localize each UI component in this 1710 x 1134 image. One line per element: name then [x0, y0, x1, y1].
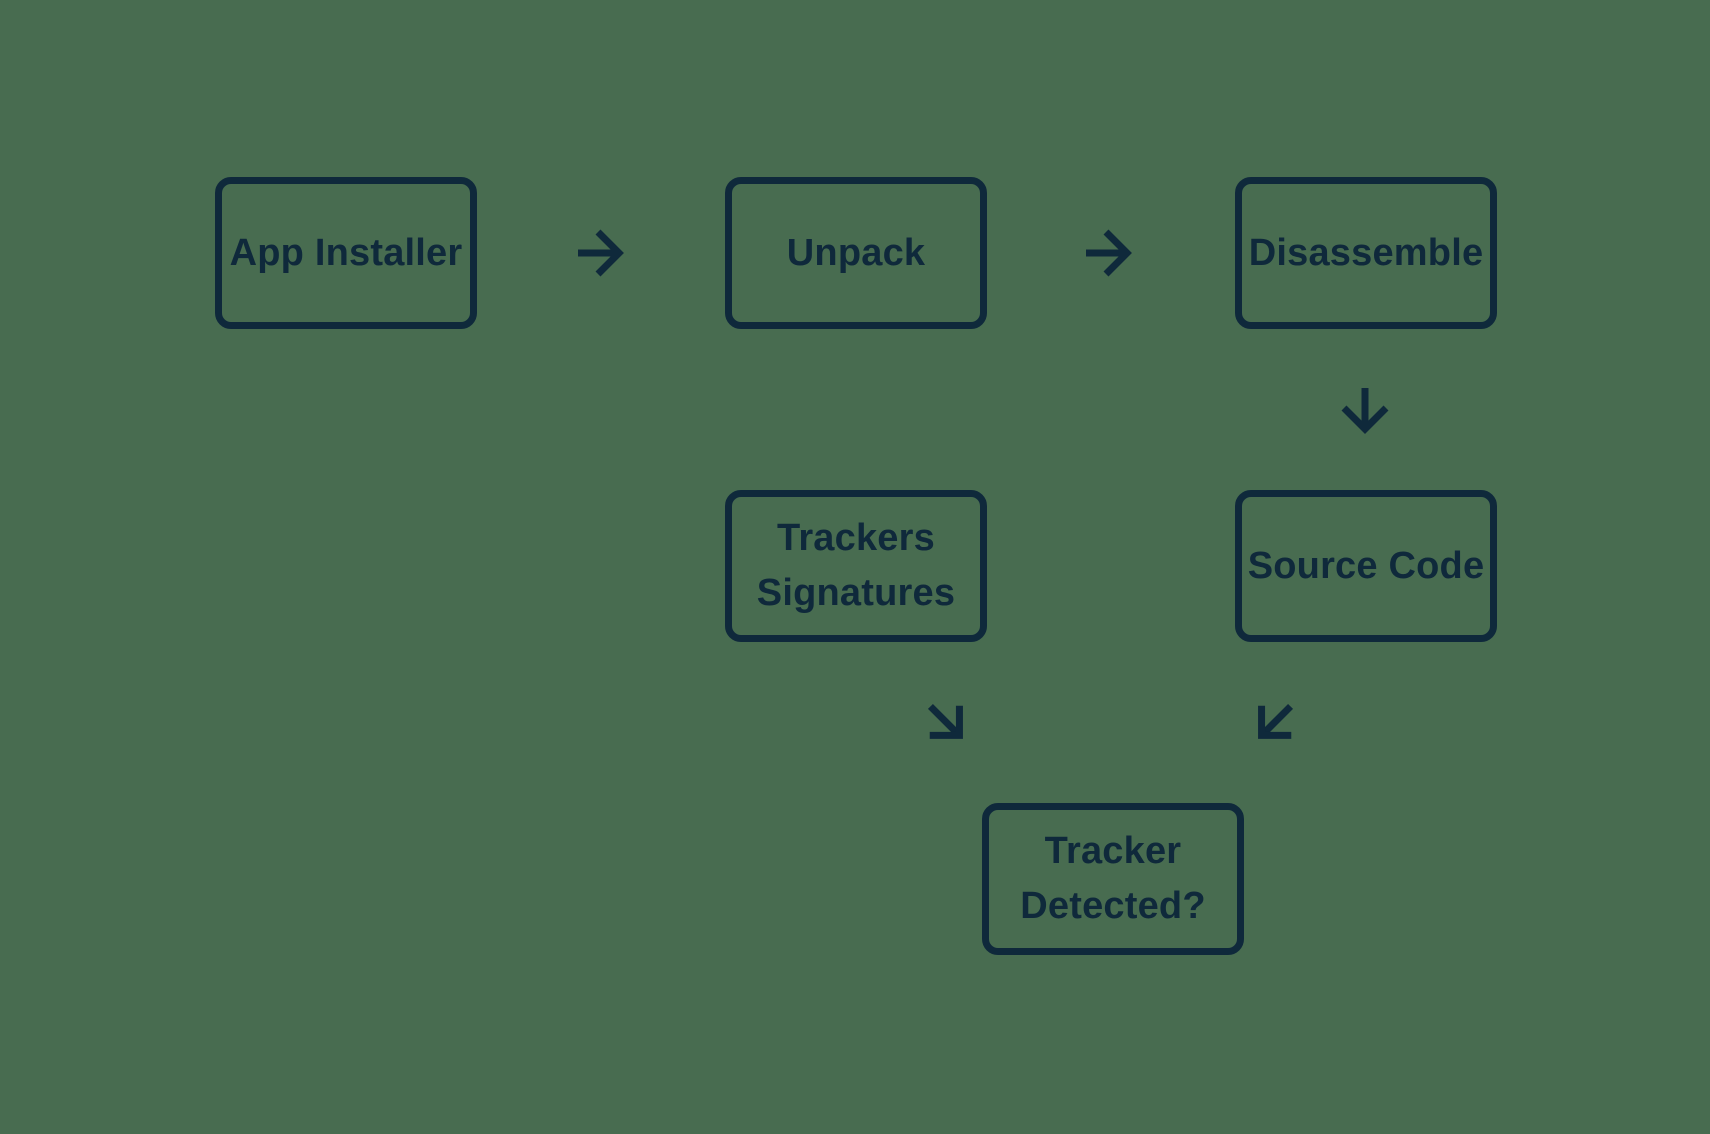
arrow-right-icon — [1086, 229, 1132, 277]
node-unpack-label: Unpack — [786, 231, 926, 274]
node-source-code: Source Code — [1235, 490, 1497, 642]
arrow-right-icon — [578, 229, 624, 277]
node-tracker-detected-label: Tracker Detected? — [1020, 830, 1206, 927]
node-disassemble: Disassemble — [1235, 177, 1497, 329]
node-trackers-signatures-label: Trackers Signatures — [756, 517, 956, 614]
node-trackers-signatures: Trackers Signatures — [725, 490, 987, 642]
arrow-down-right-icon — [927, 703, 963, 739]
node-app-installer-label: App Installer — [229, 231, 463, 274]
node-app-installer: App Installer — [215, 177, 477, 329]
arrow-down-icon — [1341, 388, 1389, 434]
node-unpack: Unpack — [725, 177, 987, 329]
node-disassemble-label: Disassemble — [1248, 231, 1484, 274]
node-source-code-label: Source Code — [1247, 544, 1485, 587]
node-tracker-detected: Tracker Detected? — [982, 803, 1244, 955]
arrow-down-left-icon — [1258, 703, 1294, 739]
